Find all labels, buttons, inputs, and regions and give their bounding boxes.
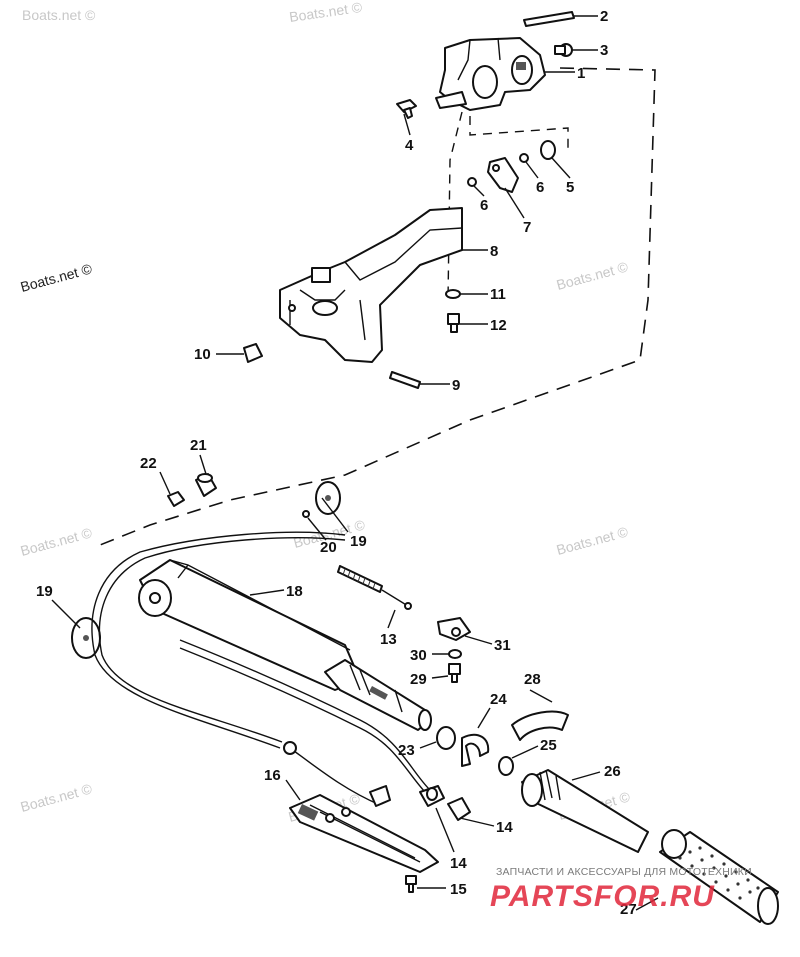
handle-bracket <box>243 207 463 389</box>
callout-18: 18 <box>286 583 303 600</box>
callout-13: 13 <box>380 631 397 648</box>
callout-26: 26 <box>604 763 621 780</box>
brand-tagline: ЗАПЧАСТИ И АКСЕССУАРЫ ДЛЯ МОТОТЕХНИКИ <box>496 866 752 878</box>
callout-19: 19 <box>350 533 367 550</box>
callouts: 2 3 1 4 5 6 6 7 8 11 12 10 9 21 22 19 20… <box>36 8 637 918</box>
stop-switch-assembly <box>289 785 471 893</box>
watermark-text: Boats.net © <box>22 7 96 23</box>
watermark-text: Boats.net © <box>555 523 631 558</box>
brand-watermark: ЗАПЧАСТИ И АКСЕССУАРЫ ДЛЯ МОТОТЕХНИКИ PA… <box>490 866 752 913</box>
watermarks: Boats.net © Boats.net © Boats.net © Boat… <box>19 0 633 825</box>
callout-17: 16 <box>264 767 281 784</box>
watermark-text: Boats.net © <box>19 524 95 559</box>
callout-6: 6 <box>536 179 544 196</box>
callout-27: 27 <box>620 901 637 918</box>
callout-24: 24 <box>490 691 507 708</box>
callout-8: 8 <box>490 243 498 260</box>
throttle-stop-parts <box>437 617 471 683</box>
callout-30: 30 <box>410 647 427 664</box>
grip-parts <box>436 710 779 925</box>
callout-21: 21 <box>190 437 207 454</box>
callout-7: 7 <box>523 219 531 236</box>
cable-harness <box>91 531 431 806</box>
callout-12: 12 <box>490 317 507 334</box>
callout-19: 19 <box>36 583 53 600</box>
assembly-lines <box>99 67 656 546</box>
brand-name: PARTSFOR.RU <box>490 880 715 913</box>
callout-22: 22 <box>140 455 157 472</box>
callout-9: 9 <box>452 377 460 394</box>
callout-23: 23 <box>398 742 415 759</box>
callout-6: 6 <box>480 197 488 214</box>
callout-11: 11 <box>490 286 506 303</box>
tiller-arm <box>138 559 432 731</box>
throttle-cable <box>337 565 412 610</box>
callout-15: 14 <box>496 819 513 836</box>
mid-small-parts <box>71 473 341 659</box>
callout-25: 25 <box>540 737 557 754</box>
watermark-text: Boats.net © <box>19 780 95 815</box>
callout-1: 1 <box>577 65 585 82</box>
grip-texture <box>678 846 760 900</box>
callout-4: 4 <box>405 137 414 154</box>
callout-14: 14 <box>450 855 467 872</box>
callout-31: 31 <box>494 637 511 654</box>
watermark-text: Boats.net © <box>555 258 631 293</box>
watermark-text: Boats.net © <box>288 0 364 25</box>
callout-20: 20 <box>320 539 337 556</box>
watermark-text: Boats.net © <box>19 260 95 295</box>
callout-2: 2 <box>600 8 608 25</box>
callout-29: 29 <box>410 671 427 688</box>
leader-lines <box>51 15 659 911</box>
callout-3: 3 <box>600 42 608 59</box>
callout-5: 5 <box>566 179 574 196</box>
upper-bracket-assembly <box>396 11 575 193</box>
callout-16: 15 <box>450 881 467 898</box>
callout-10: 10 <box>194 346 211 363</box>
callout-28: 28 <box>524 671 541 688</box>
